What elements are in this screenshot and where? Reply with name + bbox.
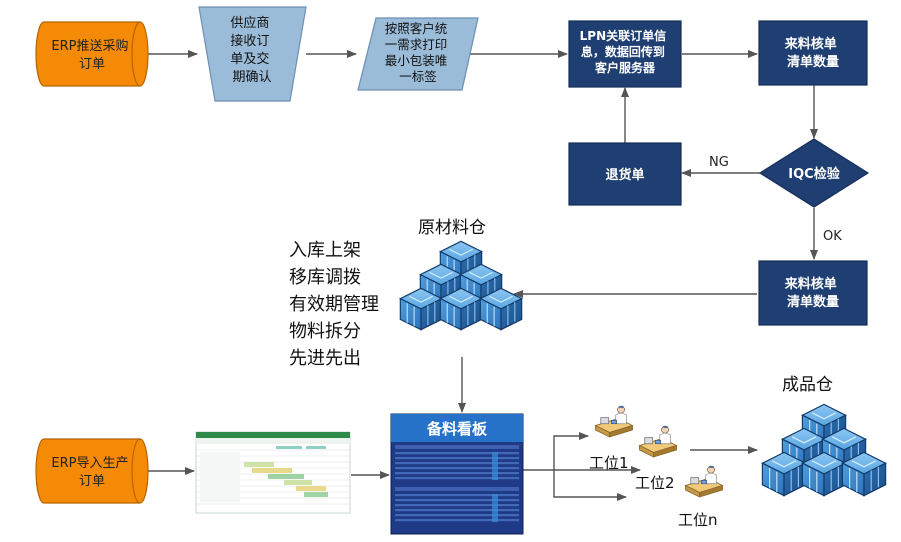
ng-label: NG: [709, 155, 729, 170]
check-qty-2-line-1: 来料核单: [784, 276, 837, 292]
edge-board-to-wsn: [553, 470, 627, 501]
ok-label: OK: [823, 229, 842, 244]
function-item: 先进先出: [289, 348, 361, 369]
lpn-node: LPN关联订单信 息，数据回传到 客户服务器: [568, 20, 682, 88]
return-order-node: 退货单: [568, 142, 682, 206]
workstation-1-label: 工位1: [589, 454, 629, 472]
svg-text:供应商 接收订 单及交: 供应商 接收订 单及交 期确认: [230, 15, 273, 85]
svg-text:IQC检验: IQC检验: [788, 166, 840, 182]
print-label-line-4: 一标签: [399, 69, 437, 84]
raw-warehouse-title: 原材料仓: [418, 218, 486, 238]
svg-text:ERP推送采购 订单: ERP推送采购 订单: [51, 38, 132, 72]
lpn-line-2: 息，数据回传到: [581, 44, 665, 59]
check-qty-1-line-1: 来料核单: [784, 36, 837, 52]
workstation-n: 工位n: [678, 465, 723, 529]
raw-warehouse-icon: [399, 240, 523, 331]
function-item: 移库调拨: [289, 267, 361, 288]
function-item: 物料拆分: [289, 321, 361, 342]
iqc-node: IQC检验: [758, 138, 870, 208]
svg-text:来料核单 清单数量: 来料核单 清单数量: [784, 36, 842, 70]
erp-import-line-2: 订单: [79, 474, 105, 489]
supplier-line-4: 期确认: [232, 70, 271, 85]
warehouse-function-list: 入库上架 移库调拨 有效期管理 物料拆分 先进先出: [289, 240, 379, 369]
iqc-label: IQC检验: [788, 166, 840, 182]
print-label-node: 按照客户统 一需求打印 最小包装唯 一标签: [357, 17, 479, 91]
edge-board-to-ws1: [553, 432, 589, 470]
board-title: 备料看板: [426, 420, 488, 438]
check-qty-1-node: 来料核单 清单数量: [758, 20, 868, 86]
workstation-1: 工位1: [589, 405, 633, 472]
check-qty-2-line-2: 清单数量: [787, 294, 839, 310]
supplier-line-3: 单及交: [230, 51, 269, 67]
erp-push-line-1: ERP推送采购: [51, 38, 128, 54]
material-board: 备料看板: [390, 413, 524, 535]
function-item: 有效期管理: [289, 294, 379, 315]
lpn-line-3: 客户服务器: [594, 60, 656, 75]
supplier-node: 供应商 接收订 单及交 期确认: [198, 6, 307, 102]
erp-import-node: ERP导入生产 订单: [35, 438, 149, 504]
print-label-line-1: 按照客户统: [385, 21, 448, 36]
svg-text:来料核单 清单数量: 来料核单 清单数量: [784, 276, 842, 310]
svg-text:ERP导入生产 订单: ERP导入生产 订单: [51, 456, 132, 489]
workstation-n-label: 工位n: [678, 511, 718, 529]
svg-text:退货单: 退货单: [605, 167, 644, 183]
function-item: 入库上架: [289, 240, 361, 261]
finished-warehouse-title: 成品仓: [782, 375, 833, 395]
svg-text:按照客户统 一需求打印 最小包装唯: 按照客户统 一需求打印 最小包装唯 一标签: [385, 21, 452, 84]
spreadsheet-thumbnail: [195, 431, 351, 514]
erp-push-line-2: 订单: [79, 57, 105, 72]
workstation-2-label: 工位2: [635, 474, 675, 492]
supplier-line-1: 供应商: [230, 15, 269, 31]
supplier-line-2: 接收订: [230, 33, 269, 49]
print-label-line-3: 最小包装唯: [385, 53, 448, 68]
erp-import-line-1: ERP导入生产: [51, 456, 128, 471]
finished-warehouse-icon: [761, 403, 887, 497]
erp-push-node: ERP推送采购 订单: [35, 21, 149, 87]
check-qty-1-line-2: 清单数量: [787, 54, 839, 70]
return-order-label: 退货单: [605, 167, 644, 183]
check-qty-2-node: 来料核单 清单数量: [758, 260, 868, 326]
workstation-2: 工位2: [635, 425, 677, 492]
lpn-line-1: LPN关联订单信: [580, 28, 667, 43]
svg-text:LPN关联订单信 息，数据回传到 客: LPN关联订单信 息，数据回传到 客户服务器: [580, 28, 671, 75]
edges: [146, 50, 818, 501]
print-label-line-2: 一需求打印: [385, 37, 448, 52]
